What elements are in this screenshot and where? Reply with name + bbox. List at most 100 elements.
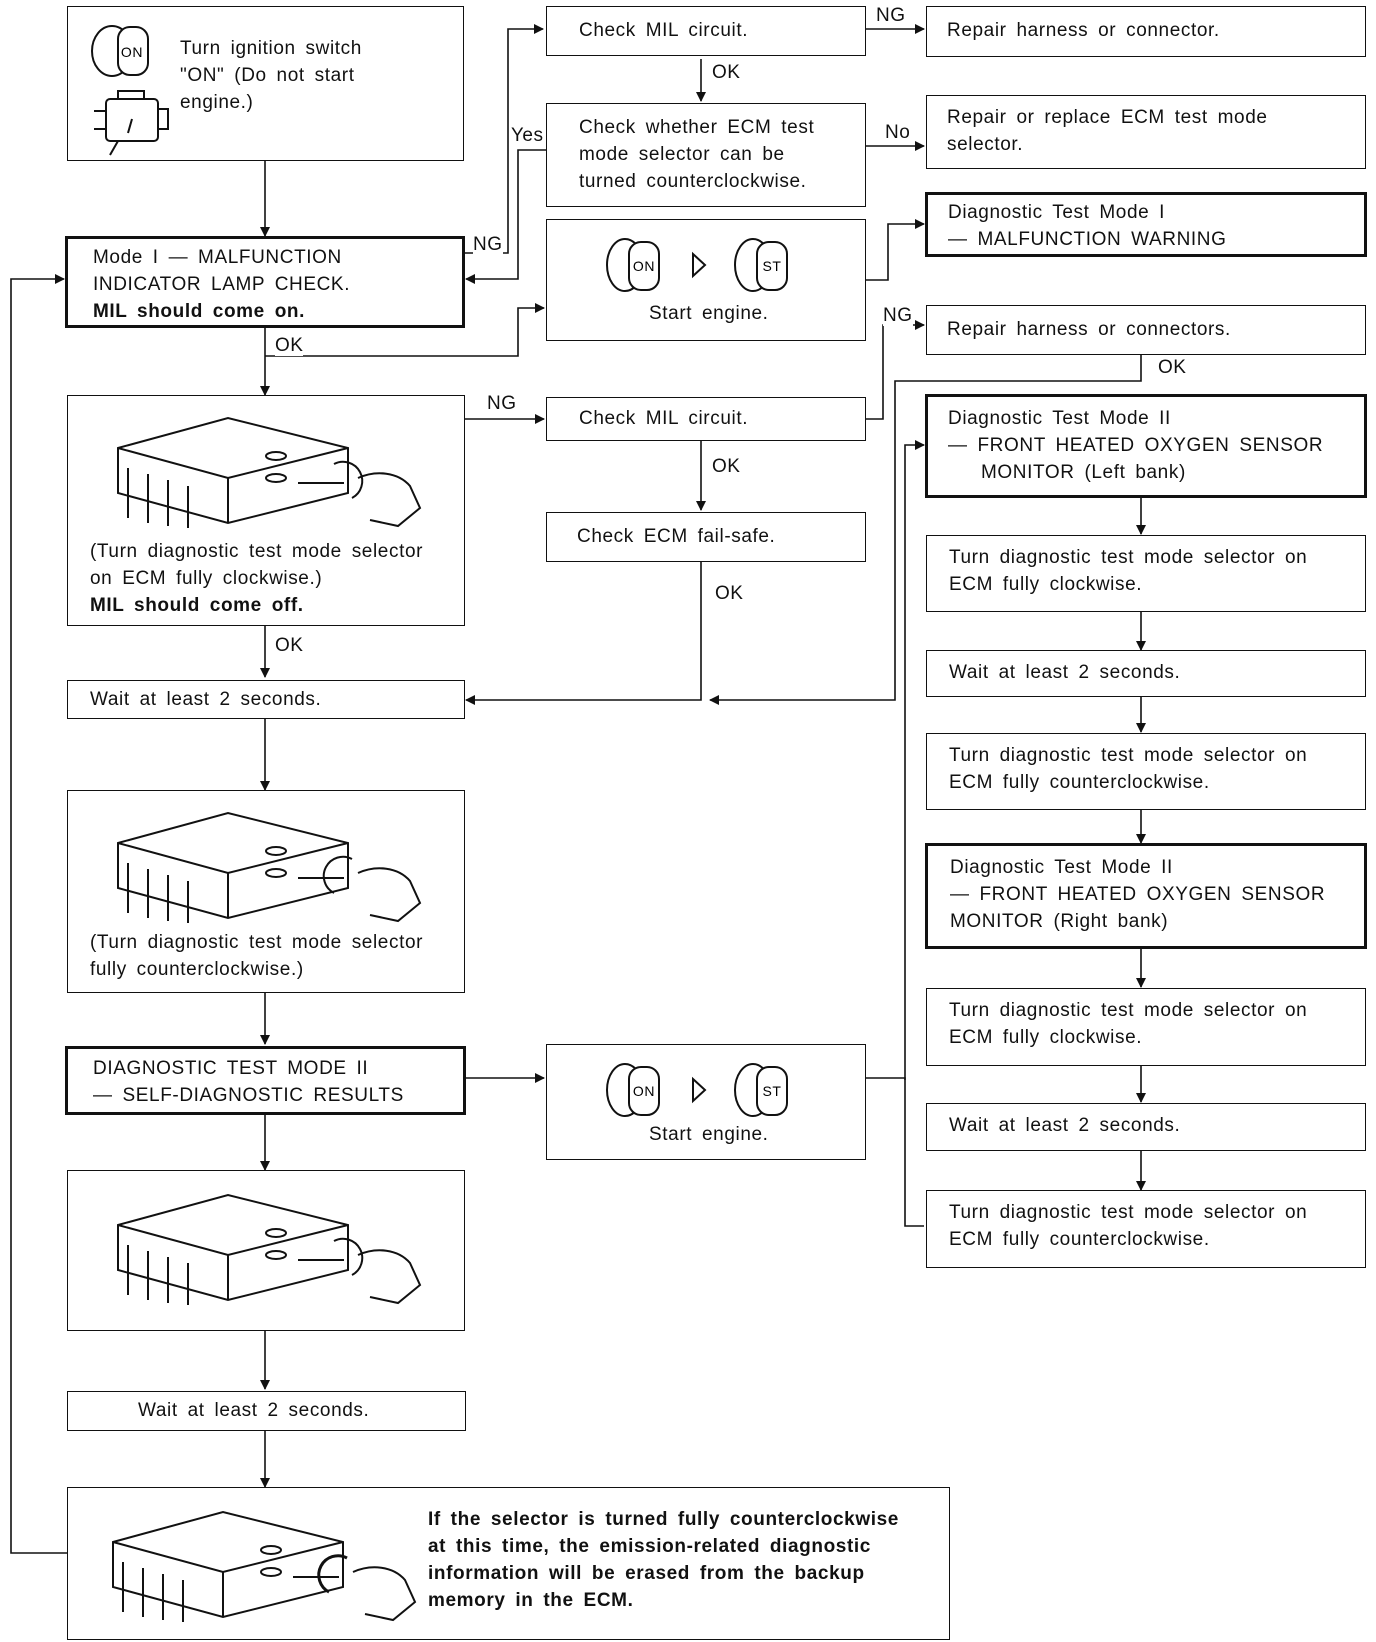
label-no: No: [885, 122, 911, 143]
wait-box-2: Wait at least 2 seconds.: [67, 1391, 466, 1431]
ignition-line-2: "ON" (Do not start: [180, 65, 355, 86]
repair-harness-2-text: Repair harness or connectors.: [947, 319, 1231, 340]
label-ok-mode1: OK: [275, 335, 304, 356]
label-ok-turn: OK: [275, 635, 304, 656]
right-wait-2-text: Wait at least 2 seconds.: [949, 1115, 1181, 1136]
ignition-line-1: Turn ignition switch: [180, 38, 362, 59]
check-mil-2-text: Check MIL circuit.: [579, 408, 749, 429]
right-cw-1-line-1: Turn diagnostic test mode selector on: [949, 547, 1308, 568]
turn-cw-line-2: on ECM fully clockwise.): [90, 568, 323, 589]
label-ok-failsafe: OK: [715, 583, 744, 604]
right-cw-box-1: Turn diagnostic test mode selector on EC…: [926, 535, 1366, 612]
repair-harness-box-1: Repair harness or connector.: [926, 6, 1366, 57]
o2-right-line-1: Diagnostic Test Mode II: [950, 857, 1173, 878]
right-wait-1-text: Wait at least 2 seconds.: [949, 662, 1181, 683]
right-cw-2-line-2: ECM fully clockwise.: [949, 1027, 1143, 1048]
check-selector-box: Check whether ECM test mode selector can…: [546, 103, 866, 207]
final-note-line-4: memory in the ECM.: [428, 1590, 634, 1611]
key-on-label: ON: [633, 258, 655, 274]
label-ok-mil2: OK: [712, 456, 741, 477]
repair-harness-box-2: Repair harness or connectors.: [926, 305, 1366, 355]
key-on-text: ON: [121, 44, 143, 60]
mode1-warning-box: Diagnostic Test Mode I — MALFUNCTION WAR…: [925, 192, 1367, 257]
mode2-results-box: DIAGNOSTIC TEST MODE II — SELF-DIAGNOSTI…: [65, 1046, 466, 1115]
final-note-line-2: at this time, the emission-related diagn…: [428, 1536, 871, 1557]
label-ng-top: NG: [876, 5, 906, 26]
check-selector-line-1: Check whether ECM test: [579, 117, 815, 138]
check-mil-1-text: Check MIL circuit.: [579, 20, 749, 41]
right-wait-box-1: Wait at least 2 seconds.: [926, 650, 1366, 697]
o2-left-line-2: — FRONT HEATED OXYGEN SENSOR: [948, 435, 1324, 456]
start-engine-1-text: Start engine.: [649, 303, 769, 324]
o2-right-line-2: — FRONT HEATED OXYGEN SENSOR: [950, 884, 1326, 905]
right-ccw-1-line-2: ECM fully counterclockwise.: [949, 772, 1210, 793]
check-mil-box-2: Check MIL circuit.: [546, 397, 866, 441]
start-engine-box-1: ON ST Start engine.: [546, 219, 866, 341]
turn-cw-line-1: (Turn diagnostic test mode selector: [90, 541, 424, 562]
right-ccw-2-line-1: Turn diagnostic test mode selector on: [949, 1202, 1308, 1223]
check-failsafe-text: Check ECM fail-safe.: [577, 526, 776, 547]
right-cw-1-line-2: ECM fully clockwise.: [949, 574, 1143, 595]
right-ccw-box-1: Turn diagnostic test mode selector on EC…: [926, 733, 1366, 810]
label-ng-mode1: NG: [473, 234, 503, 255]
mode1-warning-line-2: — MALFUNCTION WARNING: [948, 229, 1227, 250]
mode1-warning-line-1: Diagnostic Test Mode I: [948, 202, 1166, 223]
turn-cw-line-bold: MIL should come off.: [90, 595, 304, 616]
o2-left-line-3: MONITOR (Left bank): [981, 462, 1186, 483]
key-st-label-2: ST: [762, 1083, 781, 1099]
label-ng-right: NG: [883, 305, 913, 326]
check-selector-line-3: turned counterclockwise.: [579, 171, 807, 192]
label-ok-top: OK: [712, 62, 741, 83]
check-selector-line-2: mode selector can be: [579, 144, 785, 165]
right-wait-box-2: Wait at least 2 seconds.: [926, 1103, 1366, 1151]
start-engine-box-2: ON ST Start engine.: [546, 1044, 866, 1160]
mode1-check-box: Mode I — MALFUNCTION INDICATOR LAMP CHEC…: [65, 236, 465, 328]
check-failsafe-box: Check ECM fail-safe.: [546, 512, 866, 562]
label-ng-mid: NG: [487, 393, 517, 414]
label-yes: Yes: [511, 125, 544, 146]
key-on-to-start-icon-2: ON ST: [606, 1063, 788, 1117]
ecm-selector-clockwise-illustration: [117, 416, 422, 528]
final-note-line-1: If the selector is turned fully counterc…: [428, 1509, 899, 1530]
turn-ccw-box: (Turn diagnostic test mode selector full…: [67, 790, 465, 993]
wait-2-text: Wait at least 2 seconds.: [138, 1400, 370, 1421]
final-note-box: If the selector is turned fully counterc…: [67, 1487, 950, 1640]
repair-selector-line-1: Repair or replace ECM test mode: [947, 107, 1268, 128]
wait-1-text: Wait at least 2 seconds.: [90, 689, 322, 710]
final-note-line-3: information will be erased from the back…: [428, 1563, 865, 1584]
repair-selector-box: Repair or replace ECM test mode selector…: [926, 95, 1366, 169]
wait-box-1: Wait at least 2 seconds.: [67, 680, 465, 719]
o2-right-bank-box: Diagnostic Test Mode II — FRONT HEATED O…: [925, 843, 1367, 949]
engine-icon: [94, 90, 169, 156]
ignition-on-box: ON Turn ignition switch "ON" (Do not sta…: [67, 6, 464, 161]
o2-right-line-3: MONITOR (Right bank): [950, 911, 1169, 932]
key-on-label-2: ON: [633, 1083, 655, 1099]
o2-left-line-1: Diagnostic Test Mode II: [948, 408, 1171, 429]
label-ok-right: OK: [1158, 357, 1187, 378]
right-cw-box-2: Turn diagnostic test mode selector on EC…: [926, 988, 1366, 1066]
mode1-line-2: INDICATOR LAMP CHECK.: [93, 274, 351, 295]
turn-ccw-line-2: fully counterclockwise.): [90, 959, 304, 980]
right-ccw-2-line-2: ECM fully counterclockwise.: [949, 1229, 1210, 1250]
turn-cw-box: (Turn diagnostic test mode selector on E…: [67, 395, 465, 626]
key-on-to-start-icon: ON ST: [606, 238, 788, 292]
right-ccw-1-line-1: Turn diagnostic test mode selector on: [949, 745, 1308, 766]
turn-cw-box-2: [67, 1170, 465, 1331]
key-st-label: ST: [762, 258, 781, 274]
mode1-line-1: Mode I — MALFUNCTION: [93, 247, 342, 268]
right-cw-2-line-1: Turn diagnostic test mode selector on: [949, 1000, 1308, 1021]
ecm-selector-clockwise-illustration-2: [117, 1193, 422, 1305]
mode1-line-bold: MIL should come on.: [93, 301, 305, 322]
turn-ccw-line-1: (Turn diagnostic test mode selector: [90, 932, 424, 953]
right-ccw-box-2: Turn diagnostic test mode selector on EC…: [926, 1190, 1366, 1268]
check-mil-box-1: Check MIL circuit.: [546, 6, 866, 56]
ecm-selector-warning-illustration: [112, 1510, 417, 1622]
o2-left-bank-box: Diagnostic Test Mode II — FRONT HEATED O…: [925, 394, 1367, 498]
mode2-results-line-1: DIAGNOSTIC TEST MODE II: [93, 1058, 369, 1079]
ecm-selector-counterclockwise-illustration: [117, 811, 422, 923]
mode2-results-line-2: — SELF-DIAGNOSTIC RESULTS: [93, 1085, 404, 1106]
start-engine-2-text: Start engine.: [649, 1124, 769, 1145]
repair-selector-line-2: selector.: [947, 134, 1024, 155]
repair-harness-1-text: Repair harness or connector.: [947, 20, 1220, 41]
